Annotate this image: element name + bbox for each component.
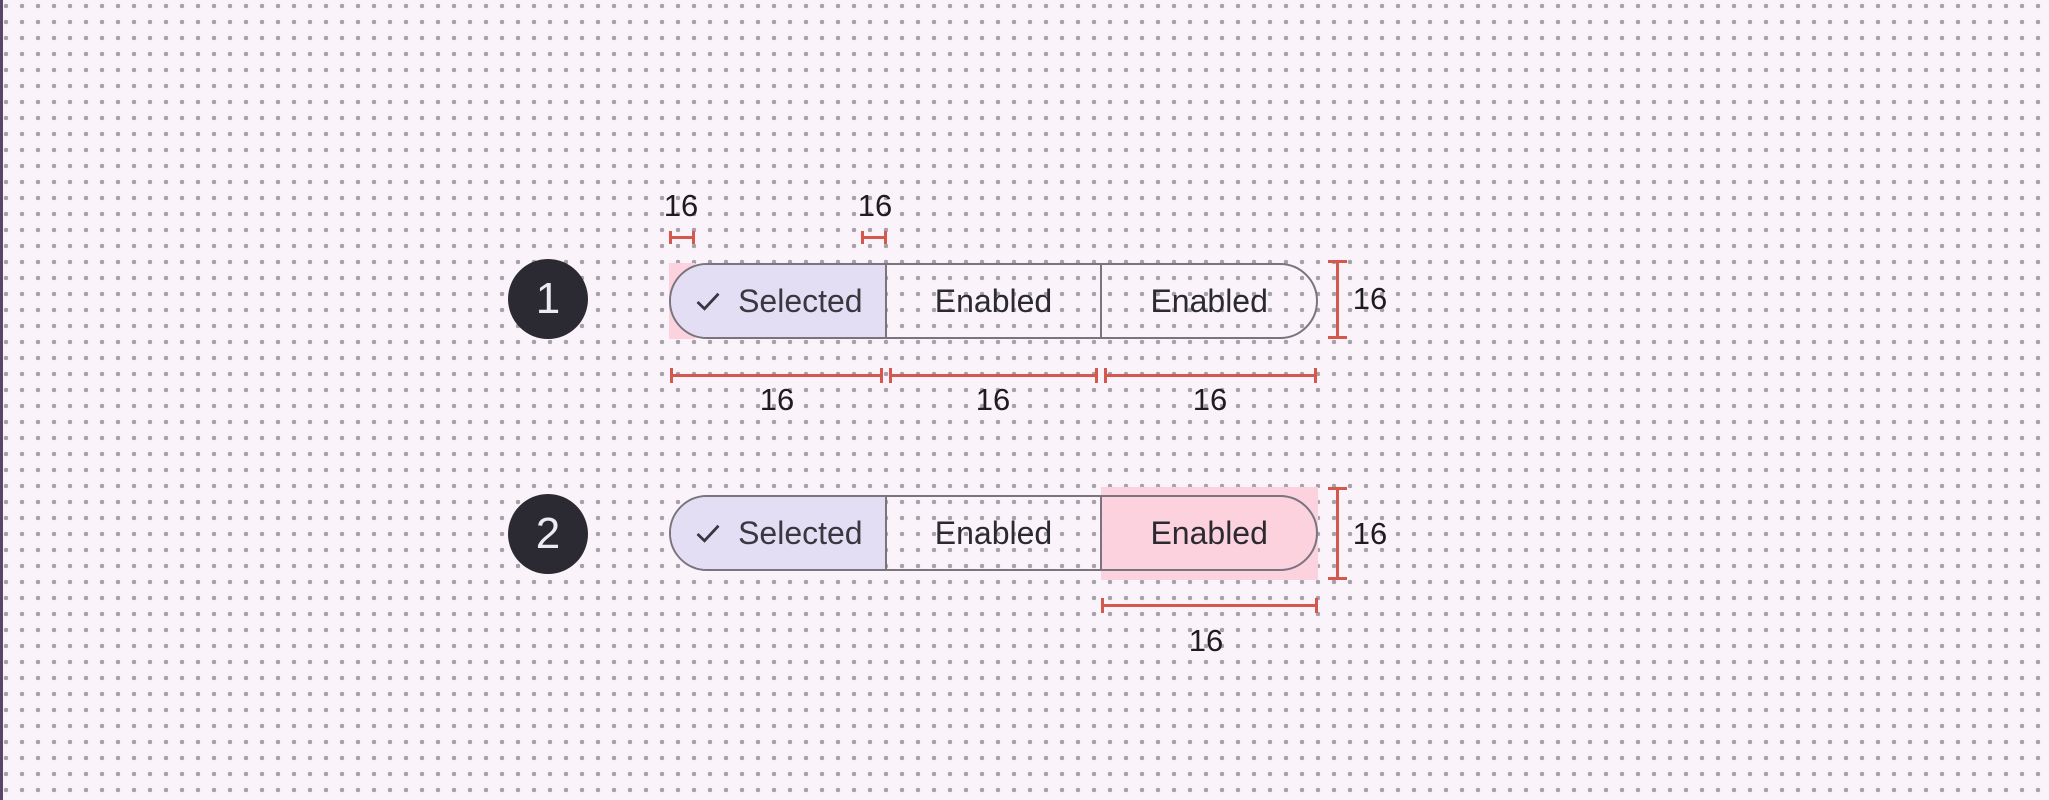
- measure-label-pad-right: 16: [857, 188, 893, 223]
- badge-number: 2: [535, 509, 561, 558]
- segment-enabled-1[interactable]: Enabled: [884, 265, 1101, 337]
- segment-selected[interactable]: Selected: [671, 497, 885, 569]
- badge-number: 1: [535, 274, 561, 323]
- measure-label-seg1: 16: [759, 382, 795, 417]
- measure-label-height-1: 16: [1352, 281, 1388, 316]
- measure-ibeam-seg1: [670, 368, 883, 383]
- segment-enabled-2[interactable]: Enabled: [1100, 497, 1316, 569]
- measure-ibeam-seg3: [1104, 368, 1317, 383]
- measure-label-seg3: 16: [1188, 623, 1224, 658]
- measure-ibeam-pad-left: [669, 231, 695, 244]
- checkmark-icon: [696, 524, 720, 543]
- segment-label: Enabled: [934, 514, 1053, 551]
- example-1-badge: 1: [508, 259, 588, 339]
- measure-label-seg2: 16: [975, 382, 1011, 417]
- segment-label: Enabled: [934, 282, 1053, 319]
- segment-enabled-2[interactable]: Enabled: [1100, 265, 1316, 337]
- checkmark-icon: [696, 292, 720, 311]
- measure-ibeam-height-2: [1328, 487, 1347, 580]
- segment-selected[interactable]: Selected: [671, 265, 885, 337]
- measure-label-height-2: 16: [1352, 516, 1388, 551]
- segmented-button-2: Selected Enabled Enabled: [669, 495, 1318, 571]
- measure-ibeam-height-1: [1328, 260, 1347, 339]
- segment-label: Selected: [738, 514, 863, 551]
- measure-label-pad-left: 16: [663, 188, 699, 223]
- measure-ibeam-seg3: [1101, 598, 1318, 613]
- measure-ibeam-seg2: [889, 368, 1098, 383]
- segmented-button-1: Selected Enabled Enabled: [669, 263, 1318, 339]
- window-left-edge: [0, 0, 3, 800]
- segment-label: Enabled: [1150, 282, 1268, 319]
- example-2-badge: 2: [508, 494, 588, 574]
- segment-label: Enabled: [1150, 514, 1268, 551]
- measure-ibeam-pad-right: [861, 231, 887, 244]
- segment-enabled-1[interactable]: Enabled: [884, 497, 1101, 569]
- segment-label: Selected: [738, 282, 863, 319]
- measure-label-seg3: 16: [1192, 382, 1228, 417]
